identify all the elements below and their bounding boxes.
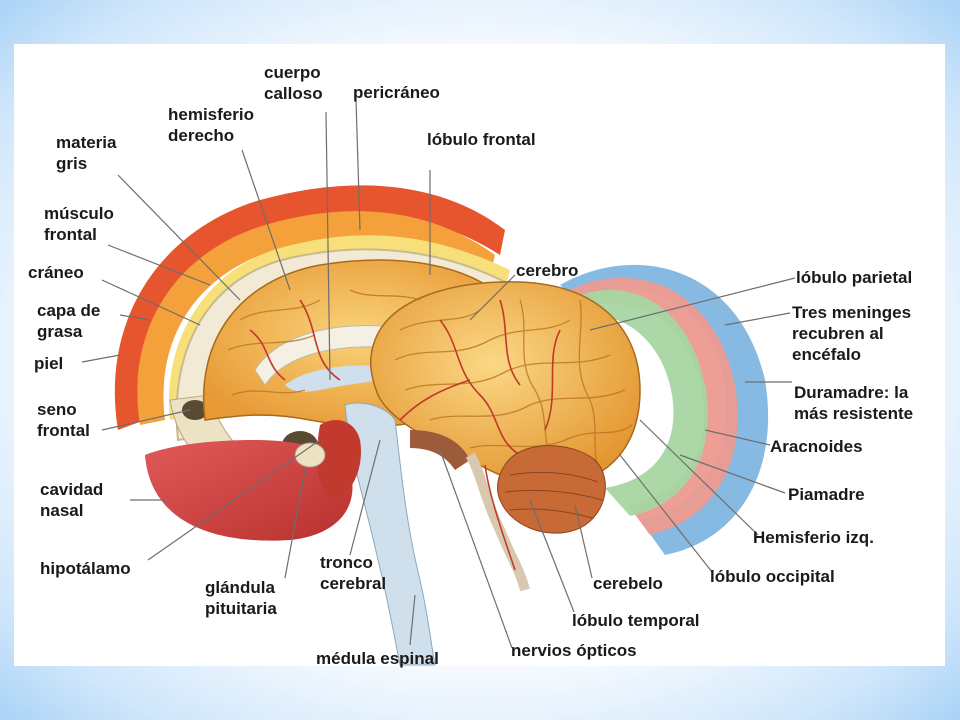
label-lobulo-frontal: lóbulo frontal: [427, 130, 536, 149]
label-lobulo-occipital: lóbulo occipital: [710, 567, 835, 586]
label-piamadre: Piamadre: [788, 485, 865, 504]
label-cerebelo: cerebelo: [593, 574, 663, 593]
label-pericraneo: pericráneo: [353, 83, 440, 102]
label-craneo: cráneo: [28, 263, 84, 282]
label-piel: piel: [34, 354, 64, 373]
brainstem: [344, 402, 436, 666]
fat-layer: [137, 211, 495, 425]
frontal-sinus: [182, 400, 208, 420]
skin-layer: [114, 185, 505, 430]
cerebellum-shape: [497, 445, 606, 534]
label-cerebro: cerebro: [516, 261, 579, 280]
label-lobulo-parietal: lóbulo parietal: [796, 268, 913, 287]
label-nervios-opticos: nervios ópticos: [511, 641, 637, 660]
label-hipotalamo: hipotálamo: [40, 559, 131, 578]
pituitary-region: [316, 420, 361, 500]
label-lobulo-temporal: lóbulo temporal: [572, 611, 700, 630]
piamadre-layer: [560, 289, 708, 516]
label-aracnoides: Aracnoides: [770, 437, 863, 456]
left-hemisphere: [370, 281, 641, 487]
label-hemisferio-izq: Hemisferio izq.: [753, 528, 874, 547]
label-medula-espinal: médula espinal: [316, 649, 439, 668]
